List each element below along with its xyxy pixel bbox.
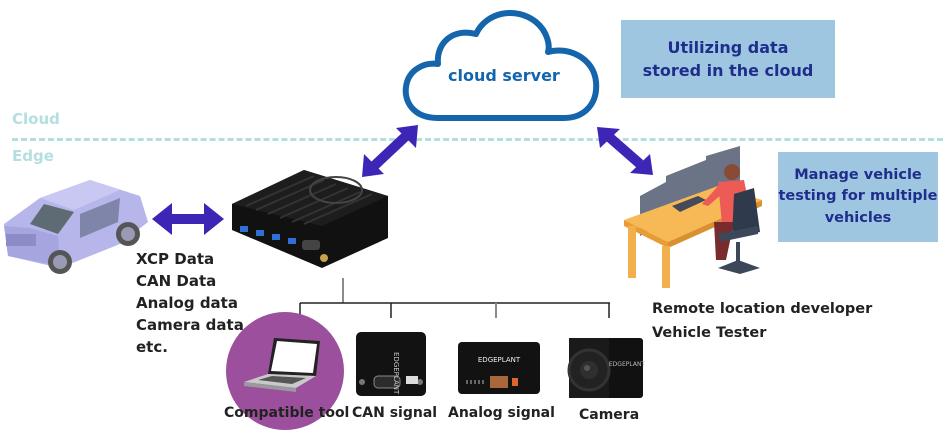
device-label-analog-signal: Analog signal xyxy=(448,405,555,421)
cloud-server-label: cloud server xyxy=(448,66,560,85)
cloud-edge-divider xyxy=(12,138,943,141)
data-type-item: XCP Data xyxy=(136,250,215,268)
gateway-device-icon xyxy=(232,170,388,268)
remote-user-line: Vehicle Tester xyxy=(652,325,767,341)
svg-text:EDGEPLANT: EDGEPLANT xyxy=(392,352,400,395)
remote-developer-icon xyxy=(624,146,762,288)
zone-label-cloud: Cloud xyxy=(12,110,60,128)
callout-cloud-usage-line: Utilizing data xyxy=(667,37,789,57)
car-icon xyxy=(4,180,148,274)
analog-interface-icon: EDGEPLANT xyxy=(458,342,540,394)
callout-cloud-usage-line: stored in the cloud xyxy=(642,61,814,80)
data-type-item: Analog data xyxy=(136,294,238,312)
data-type-item: etc. xyxy=(136,338,168,356)
device-label-can-signal: CAN signal xyxy=(352,405,438,421)
data-type-list: XCP Data CAN Data Analog data Camera dat… xyxy=(136,248,244,358)
callout-management-line: Manage vehicle xyxy=(794,167,922,184)
laptop-icon xyxy=(244,338,320,392)
cloud-icon xyxy=(402,10,600,121)
arrow-gateway-cloud-icon xyxy=(362,125,418,177)
svg-text:EDGEPLANT: EDGEPLANT xyxy=(609,361,645,368)
camera-icon: EDGEPLANT xyxy=(567,338,645,398)
data-type-item: CAN Data xyxy=(136,272,217,290)
data-type-item: Camera data xyxy=(136,316,244,334)
zone-label-edge: Edge xyxy=(12,147,54,165)
arrow-car-gateway-icon xyxy=(152,203,224,235)
arrow-cloud-user-icon xyxy=(597,127,653,175)
can-interface-icon: EDGEPLANT xyxy=(356,332,426,396)
remote-user-caption: Remote location developer Vehicle Tester xyxy=(652,297,872,345)
device-label-compatible-tool: Compatible tool xyxy=(224,405,350,421)
callout-cloud-usage: Utilizing data stored in the cloud xyxy=(621,20,835,98)
callout-management-line: vehicles xyxy=(824,209,892,226)
callout-management: Manage vehicle testing for multiple vehi… xyxy=(778,152,938,242)
callout-management-line: testing for multiple xyxy=(778,188,938,205)
device-label-camera: Camera xyxy=(579,407,640,423)
remote-user-line: Remote location developer xyxy=(652,301,873,317)
svg-text:EDGEPLANT: EDGEPLANT xyxy=(478,356,521,364)
device-connector-lines xyxy=(299,278,610,318)
